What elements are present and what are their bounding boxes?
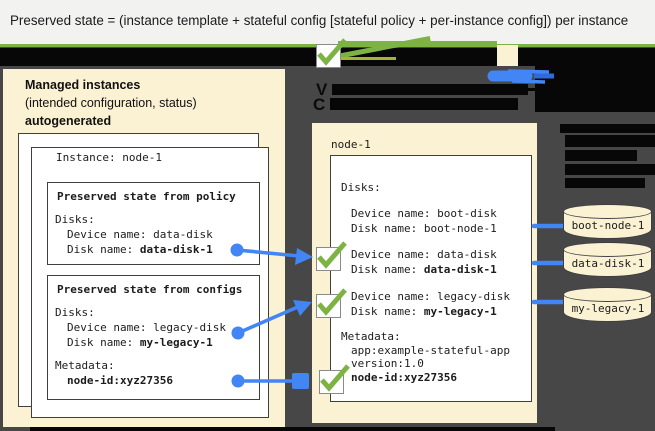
policy-disks-label: Disks:	[55, 213, 95, 226]
vm-data-disk-line: Disk name: data-disk-1	[351, 263, 497, 276]
connector-line-1	[236, 248, 300, 258]
vm-detail-box	[330, 155, 532, 402]
checkbox-node-id	[319, 364, 350, 394]
redacted-glyph-v: V	[316, 80, 328, 99]
olive-accent-line	[338, 57, 396, 60]
checkmark-icon	[320, 364, 350, 392]
cream-square-marker	[497, 45, 518, 66]
redaction-bar-r1	[565, 135, 655, 147]
checkbox-data-disk	[316, 241, 347, 271]
redaction-bar-heading2	[330, 98, 518, 110]
configs-disk-value: my-legacy-1	[139, 336, 213, 349]
connector-line-2	[237, 304, 301, 335]
configs-device-line: Device name: legacy-disk	[67, 321, 226, 334]
checkbox-legacy-disk	[316, 288, 347, 318]
policy-device-line: Device name: data-disk	[67, 228, 213, 241]
vm-metadata-version: version:1.0	[351, 357, 424, 370]
formula-banner	[0, 0, 655, 44]
bottom-edge-strip	[30, 427, 555, 431]
vm-metadata-app: app:example-stateful-app	[351, 344, 510, 357]
vm-boot-disk-line: Disk name: boot-node-1	[351, 222, 497, 235]
vm-data-device-line: Device name: data-disk	[351, 248, 497, 261]
redaction-bar-r2	[565, 150, 637, 161]
configs-state-box	[47, 275, 260, 400]
blue-scribble-top	[507, 69, 550, 74]
arrowhead-1	[295, 248, 313, 265]
vm-legacy-device-line: Device name: legacy-disk	[351, 290, 510, 303]
disk-cylinder-boot: boot-node-1	[563, 204, 653, 242]
disk-label-boot: boot-node-1	[571, 219, 645, 232]
policy-disk-prefix: Disk name:	[67, 243, 140, 256]
vm-legacy-disk-value: my-legacy-1	[423, 305, 497, 318]
disk-cylinder-top	[563, 287, 652, 302]
configs-disks-label: Disks:	[55, 306, 95, 319]
managed-instances-title: Managed instances	[25, 78, 141, 92]
configs-metadata-label: Metadata:	[55, 359, 115, 372]
vm-legacy-disk-line: Disk name: my-legacy-1	[351, 305, 497, 318]
redaction-bar-r4	[565, 178, 645, 188]
managed-instances-subtitle: (intended configuration, status)	[25, 96, 197, 110]
vm-metadata-node: node-id:xyz27356	[351, 371, 457, 384]
policy-disk-value: data-disk-1	[139, 243, 213, 256]
vm-disks-label: Disks:	[341, 181, 381, 194]
top-checkbox	[316, 38, 347, 68]
configs-disk-line: Disk name: my-legacy-1	[67, 336, 213, 349]
checkmark-icon	[317, 288, 347, 316]
green-arrow-shaft	[338, 41, 497, 47]
redaction-bar-heading1	[332, 84, 528, 95]
configs-disk-prefix: Disk name:	[67, 336, 140, 349]
redacted-glyph-c: C	[313, 95, 326, 114]
managed-instances-autogenerated: autogenerated	[25, 114, 112, 128]
checkmark-icon	[317, 241, 347, 269]
vm-boot-device-line: Device name: boot-disk	[351, 207, 497, 220]
disk-label-data: data-disk-1	[571, 257, 645, 270]
vm-legacy-disk-prefix: Disk name:	[351, 305, 424, 318]
vm-metadata-label: Metadata:	[341, 330, 401, 343]
configs-metadata-value: node-id:xyz27356	[67, 374, 173, 387]
vm-data-disk-value: data-disk-1	[423, 263, 497, 276]
instance-name-label: Instance: node-1	[56, 151, 162, 164]
disk-cylinder-data: data-disk-1	[563, 242, 653, 280]
redaction-block-tr	[535, 66, 655, 112]
policy-state-box	[47, 182, 260, 265]
checkmark-icon	[317, 38, 347, 66]
redaction-bar-tr2	[560, 124, 655, 133]
policy-box-title: Preserved state from policy	[57, 190, 236, 203]
disk-cylinder-top	[563, 242, 652, 257]
formula-text: Preserved state = (instance template + s…	[10, 13, 629, 28]
vm-data-disk-prefix: Disk name:	[351, 263, 424, 276]
policy-disk-line: Disk name: data-disk-1	[67, 243, 213, 256]
redaction-bar-r3	[565, 164, 655, 175]
blue-scribble-bottom	[511, 79, 546, 84]
vm-name-label: node-1	[331, 138, 371, 151]
redaction-bar-tr1	[518, 56, 655, 64]
arrowhead-2	[293, 300, 312, 316]
connector-square-3	[292, 373, 309, 389]
configs-box-title: Preserved state from configs	[57, 283, 243, 296]
disk-cylinder-legacy: my-legacy-1	[563, 287, 653, 325]
disk-label-legacy: my-legacy-1	[571, 302, 645, 315]
disk-cylinder-top	[563, 204, 652, 219]
